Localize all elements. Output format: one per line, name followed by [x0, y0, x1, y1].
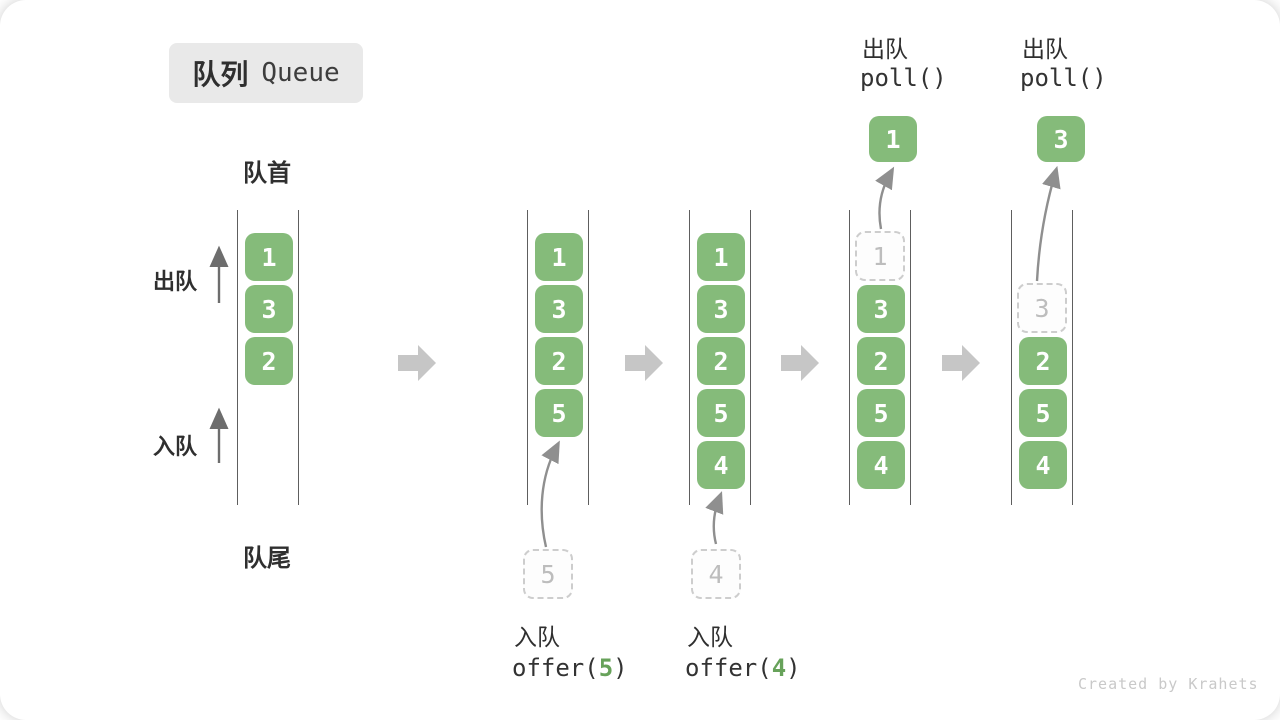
enqueue-side-label: 入队 — [153, 434, 198, 459]
arrow-right-icon — [398, 345, 436, 381]
released-cell: 1 — [869, 116, 917, 162]
queue-cell: 5 — [857, 389, 905, 437]
queue-cell: 3 — [697, 285, 745, 333]
enqueue-op-label: 入队 — [687, 624, 733, 650]
arrow-right-icon — [625, 345, 663, 381]
queue-cell: 5 — [535, 389, 583, 437]
offer-code: offer(5) — [512, 654, 628, 682]
code-fn: offer( — [512, 654, 599, 682]
queue-cell: 5 — [697, 389, 745, 437]
queue-cell: 3 — [857, 285, 905, 333]
queue-cell: 3 — [535, 285, 583, 333]
queue-cell: 1 — [245, 233, 293, 281]
queue-column — [527, 210, 589, 505]
queue-cell: 2 — [697, 337, 745, 385]
dequeue-side-label: 出队 — [153, 269, 198, 294]
diagram-title: 队列 Queue — [169, 43, 363, 103]
queue-cell: 2 — [1019, 337, 1067, 385]
queue-cell: 5 — [1019, 389, 1067, 437]
enqueue-arrow-icon — [705, 491, 724, 545]
staged-cell: 5 — [523, 549, 573, 599]
code-close: ) — [786, 654, 801, 682]
arrow-right-icon — [781, 345, 819, 381]
removed-cell: 3 — [1017, 283, 1067, 333]
queue-rear-label: 队尾 — [243, 545, 291, 572]
queue-cell: 4 — [1019, 441, 1067, 489]
enqueue-op-label: 入队 — [514, 624, 560, 650]
queue-front-label: 队首 — [243, 160, 291, 187]
title-english: Queue — [261, 58, 340, 88]
poll-code: poll() — [1020, 64, 1107, 92]
queue-cell: 2 — [857, 337, 905, 385]
arrow-right-icon — [942, 345, 980, 381]
queue-column — [1011, 210, 1073, 505]
poll-code: poll() — [860, 64, 947, 92]
staged-cell: 4 — [691, 549, 741, 599]
queue-cell: 1 — [697, 233, 745, 281]
queue-column — [849, 210, 911, 505]
queue-cell: 1 — [535, 233, 583, 281]
removed-cell: 1 — [855, 231, 905, 281]
queue-cell: 4 — [697, 441, 745, 489]
queue-column — [689, 210, 751, 505]
queue-cell: 2 — [535, 337, 583, 385]
code-fn: offer( — [685, 654, 772, 682]
title-chinese: 队列 — [192, 59, 249, 90]
queue-cell: 3 — [245, 285, 293, 333]
queue-cell: 4 — [857, 441, 905, 489]
dequeue-op-label: 出队 — [1022, 36, 1068, 62]
queue-column — [237, 210, 299, 505]
released-cell: 3 — [1037, 116, 1085, 162]
code-close: ) — [613, 654, 628, 682]
queue-cell: 2 — [245, 337, 293, 385]
code-arg: 5 — [598, 654, 614, 682]
offer-code: offer(4) — [685, 654, 801, 682]
watermark: Created by Krahets — [1078, 675, 1259, 693]
code-arg: 4 — [771, 654, 787, 682]
dequeue-op-label: 出队 — [862, 36, 908, 62]
